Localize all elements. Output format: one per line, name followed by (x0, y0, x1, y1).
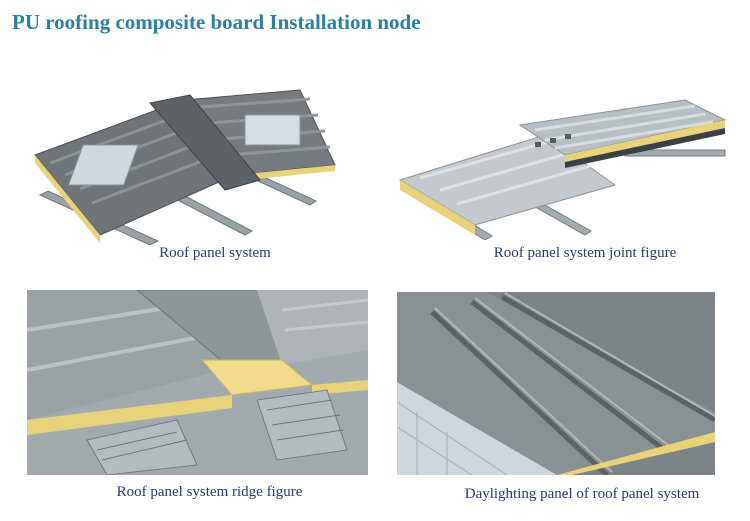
caption-roof-panel-ridge: Roof panel system ridge figure (116, 484, 303, 500)
roof-panel-system-illustration (34, 89, 336, 245)
daylighting-panel-illustration (397, 292, 715, 475)
caption-roof-panel-system: Roof panel system (159, 245, 271, 261)
roof-panel-joint-illustration (398, 99, 727, 240)
roof-panel-ridge-illustration (27, 290, 368, 475)
figure-daylighting-panel (397, 292, 715, 475)
caption-daylighting-panel: Daylighting panel of roof panel system (464, 486, 700, 502)
figure-roof-panel-system (30, 85, 340, 245)
page-title: PU roofing composite board Installation … (12, 10, 421, 34)
figure-roof-panel-ridge (27, 290, 368, 475)
figure-roof-panel-joint (395, 90, 730, 240)
caption-roof-panel-joint: Roof panel system joint figure (493, 245, 677, 261)
